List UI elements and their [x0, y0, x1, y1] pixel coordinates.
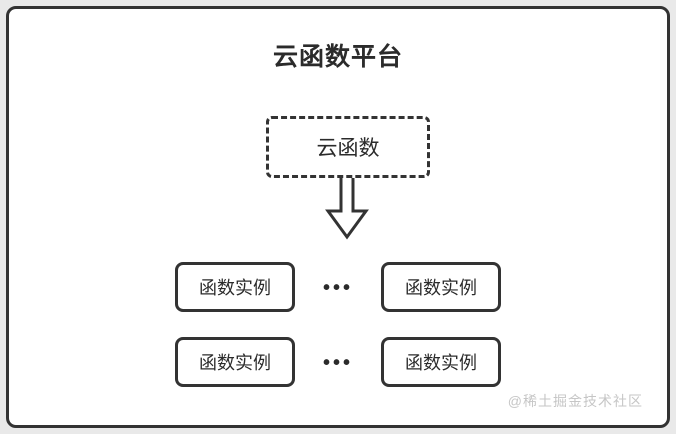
function-instance-node: 函数实例: [381, 262, 501, 312]
instance-row: 函数实例 ••• 函数实例: [9, 262, 667, 312]
function-instance-node: 函数实例: [174, 262, 295, 312]
ellipsis-dots: •••: [322, 352, 353, 374]
cloud-function-label: 云函数: [316, 137, 380, 160]
function-instance-node: 函数实例: [174, 337, 295, 387]
diagram-title: 云函数平台: [272, 43, 403, 71]
function-instance-label: 函数实例: [198, 353, 271, 373]
function-instance-node: 函数实例: [381, 337, 501, 387]
cloud-platform-container: 云函数平台 云函数 函数实例 ••• 函数实例 函数实例 ••• 函数实例: [6, 6, 670, 428]
instance-row: 函数实例 ••• 函数实例: [9, 337, 667, 387]
down-arrow-icon: [325, 178, 369, 240]
ellipsis-dots: •••: [322, 277, 353, 299]
function-instance-label: 函数实例: [405, 353, 477, 373]
function-instance-label: 函数实例: [405, 278, 477, 298]
cloud-function-node: 云函数: [266, 116, 430, 178]
watermark-text: @稀土掘金技术社区: [507, 393, 643, 409]
function-instance-label: 函数实例: [198, 278, 271, 298]
